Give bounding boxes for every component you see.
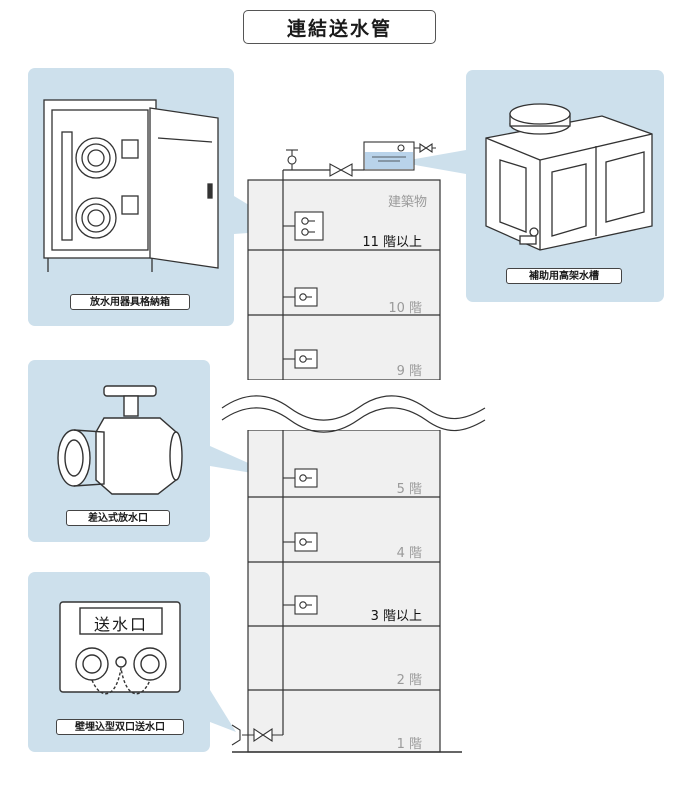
floor-label-5: 5 階 (396, 482, 422, 497)
outlet-f9 (283, 349, 318, 369)
floor-label-10: 10 階 (388, 301, 422, 316)
ground-inlet-connection (231, 724, 283, 746)
building-label: 建築物 (388, 195, 428, 210)
outlet-f5 (283, 468, 318, 488)
hose-cabinet-illustration (43, 99, 219, 272)
floor-label-1: 1 階 (396, 737, 422, 752)
outlet-f10 (283, 287, 318, 307)
floor-label-4: 4 階 (396, 546, 422, 561)
building (247, 179, 441, 753)
break-line-bottom (221, 407, 486, 433)
diagram-title: 連結送水管 (243, 10, 436, 44)
floor-label-9: 9 階 (396, 364, 422, 379)
roof-tank (363, 141, 436, 171)
riser-pipe (282, 169, 364, 735)
air-vent-valve (286, 149, 298, 170)
inlet-callout (210, 690, 236, 732)
valve-caption: 差込式放水口 (66, 510, 170, 526)
floor-label-2: 2 階 (396, 673, 422, 688)
floor-label-11: 11 階以上 (362, 235, 422, 250)
elevated-tank-illustration (485, 103, 653, 251)
inlet-illustration (59, 601, 181, 695)
inlet-sign-text: 送水口 (93, 615, 148, 634)
break-line-top (221, 395, 486, 421)
outlet-f4 (283, 532, 318, 552)
check-valve (329, 163, 353, 177)
tank-callout (398, 150, 466, 174)
tank-caption: 補助用高架水槽 (506, 268, 622, 284)
outlet-f11 (283, 211, 324, 241)
inlet-caption: 壁埋込型双口送水口 (56, 719, 184, 735)
valve-illustration (57, 385, 183, 495)
cabinet-caption: 放水用器具格納箱 (70, 294, 190, 310)
outlet-f3 (283, 595, 318, 615)
floor-label-3: 3 階以上 (370, 609, 422, 624)
